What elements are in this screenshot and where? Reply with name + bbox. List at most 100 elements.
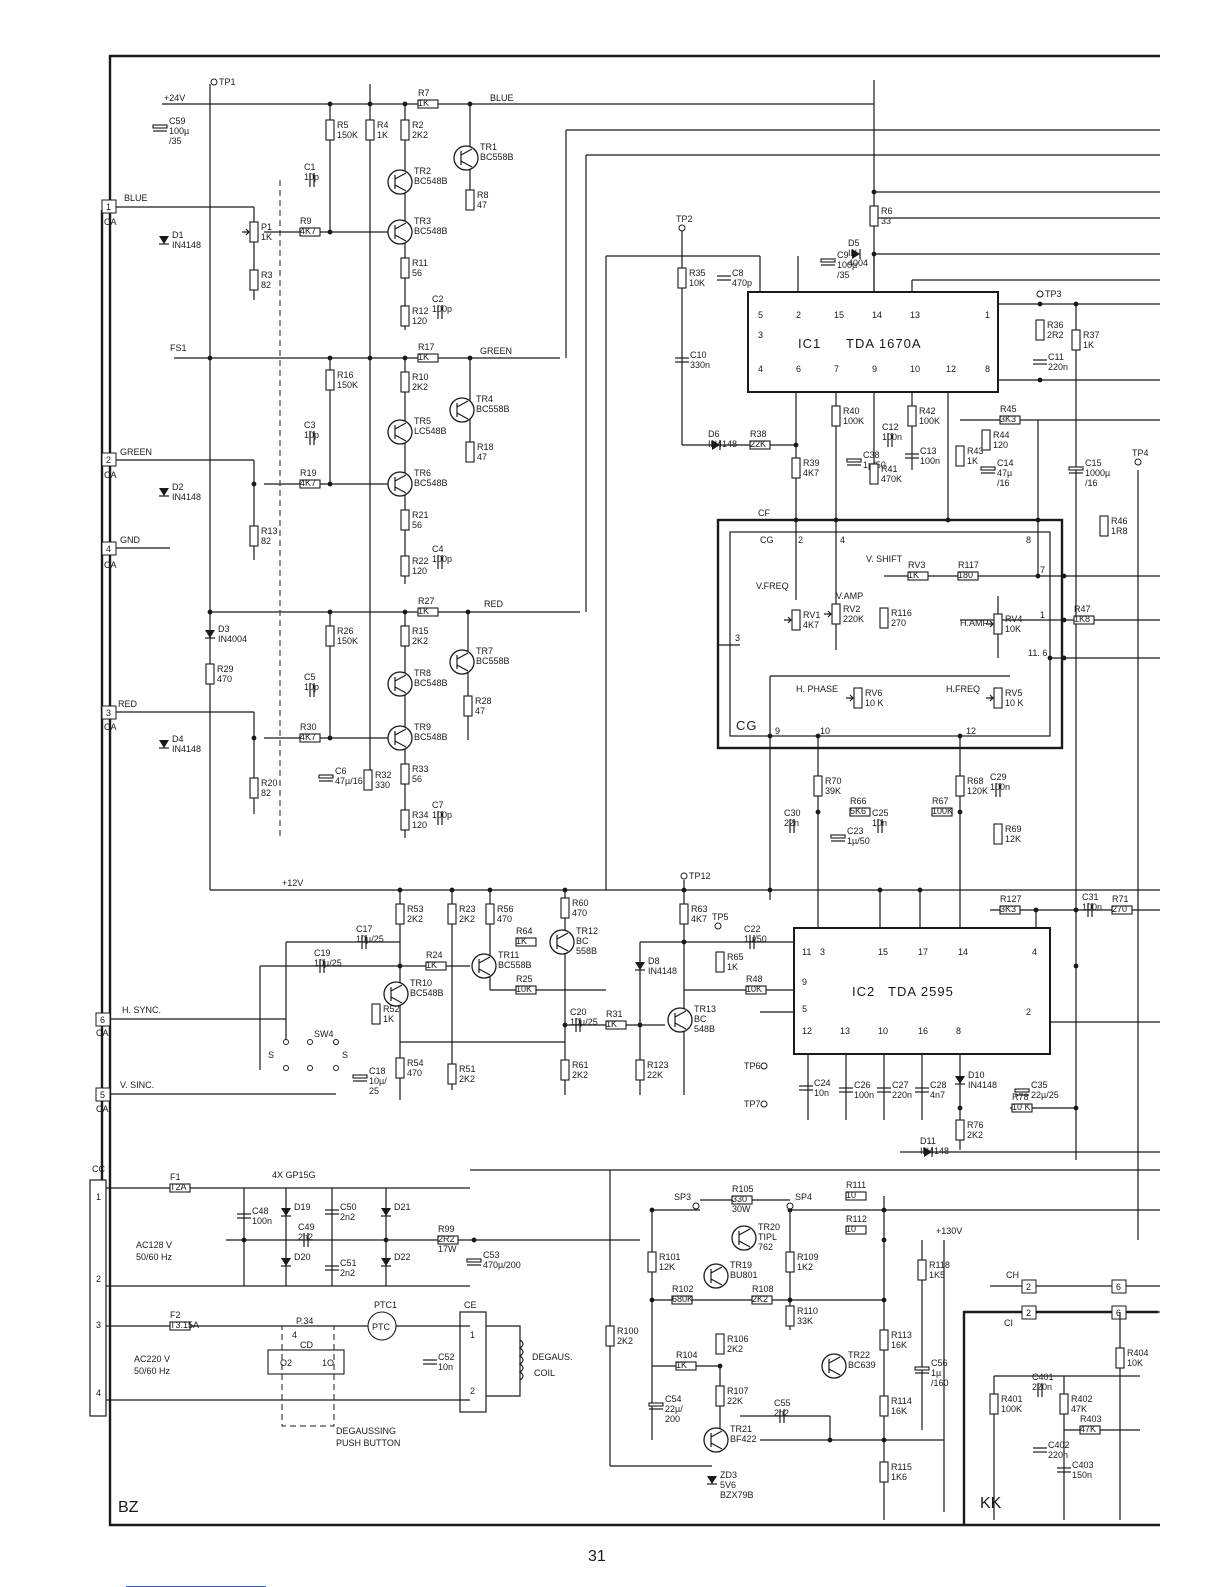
d22-ref: D22 <box>394 1252 411 1262</box>
svg-text:15: 15 <box>878 947 888 957</box>
c4-ref: C4 <box>432 544 444 554</box>
r402-ref: R402 <box>1071 1394 1093 1404</box>
r43-ref: R43 <box>967 446 984 456</box>
net-fs1-label: FS1 <box>170 343 187 353</box>
svg-text:8: 8 <box>956 1026 961 1036</box>
junction-0 <box>367 101 373 107</box>
junction-44 <box>1033 907 1039 913</box>
r39-value: 4K7 <box>803 468 819 478</box>
r12-body <box>400 305 410 327</box>
svg-text:3: 3 <box>106 708 111 718</box>
c55-ref: C55 <box>774 1398 791 1408</box>
r47-ref: R47 <box>1074 604 1091 614</box>
tr6-value: BC548B <box>414 478 448 488</box>
r109-body <box>785 1251 795 1273</box>
r64-body <box>515 937 537 947</box>
svg-text:3: 3 <box>758 330 763 340</box>
r67-value: 100K <box>932 806 953 816</box>
c6-ref: C6 <box>335 766 347 776</box>
vfreq-label: V.FREQ <box>756 581 789 591</box>
junction-17 <box>251 735 257 741</box>
c13-ref: C13 <box>920 446 937 456</box>
r51-body <box>447 1063 457 1085</box>
r18-ref: R18 <box>477 442 494 452</box>
svg-text:6: 6 <box>1116 1308 1121 1318</box>
r42-body <box>907 405 917 427</box>
svg-text:2: 2 <box>470 1386 475 1396</box>
junction-15 <box>251 481 257 487</box>
svg-text:1O: 1O <box>322 1358 334 1368</box>
r5-value: 150K <box>337 130 358 140</box>
r37-value: 1K <box>1083 340 1094 350</box>
degaus-label: DEGAUS. <box>532 1352 573 1362</box>
ca-label-1: CA <box>104 217 117 227</box>
c19-ref: C19 <box>314 948 331 958</box>
component-d22: D22 <box>381 1252 411 1267</box>
sp4-label: SP4 <box>795 1192 812 1202</box>
svg-text:14: 14 <box>958 947 968 957</box>
components: C59100µ/35R71KR5150KR41KR22K2TR1BC558BR8… <box>152 88 1149 1500</box>
r33-value: 56 <box>412 774 422 784</box>
component-c38: C381µ/50 <box>846 450 886 470</box>
r53-ref: R53 <box>407 904 424 914</box>
r56-value: 470 <box>497 914 512 924</box>
r11-body <box>400 257 410 279</box>
tp1-label: TP1 <box>219 77 236 87</box>
tp4-label: TP4 <box>1132 448 1149 458</box>
svg-text:2: 2 <box>106 455 111 465</box>
testpoint-tp6: TP6 <box>744 1061 768 1071</box>
svg-text:2: 2 <box>1026 1282 1031 1292</box>
r38-value: 22K <box>750 439 766 449</box>
p1-ref: P1 <box>261 222 272 232</box>
tr2-body <box>387 169 413 195</box>
c8-value: 470p <box>732 278 752 288</box>
junction-2 <box>467 101 473 107</box>
c401-ref: C401 <box>1032 1372 1054 1382</box>
d4-value: IN4148 <box>172 744 201 754</box>
ca-label-2: CA <box>104 470 117 480</box>
r40-value: 100K <box>843 416 864 426</box>
svg-text:16: 16 <box>918 1026 928 1036</box>
c22-value: 1µ/50 <box>744 934 767 944</box>
tr11-value: BC558B <box>498 960 532 970</box>
svg-text:11. 6: 11. 6 <box>1028 648 1047 658</box>
net-cf-label: CF <box>758 508 770 518</box>
r43-body <box>955 445 965 467</box>
junction-16 <box>327 481 333 487</box>
ca-label-4: CA <box>104 560 117 570</box>
r118-body <box>917 1259 927 1281</box>
r71-body <box>1111 905 1133 915</box>
junction-33 <box>957 733 963 739</box>
d5-value2: 4004 <box>848 258 868 268</box>
r52-ref: R52 <box>383 1004 400 1014</box>
input-hsync-label: H. SYNC. <box>122 1005 161 1015</box>
svg-text:1: 1 <box>470 1330 475 1340</box>
c51-value: 2n2 <box>340 1268 355 1278</box>
c19-value: 10µ/25 <box>314 958 342 968</box>
junction-26 <box>1035 573 1041 579</box>
junction-22 <box>1035 517 1041 523</box>
r113-value: 16K <box>891 1340 907 1350</box>
c8-ref: C8 <box>732 268 744 278</box>
svg-text:10: 10 <box>820 726 830 736</box>
junction-38 <box>917 887 923 893</box>
junction-23 <box>793 442 799 448</box>
r33-ref: R33 <box>412 764 429 774</box>
